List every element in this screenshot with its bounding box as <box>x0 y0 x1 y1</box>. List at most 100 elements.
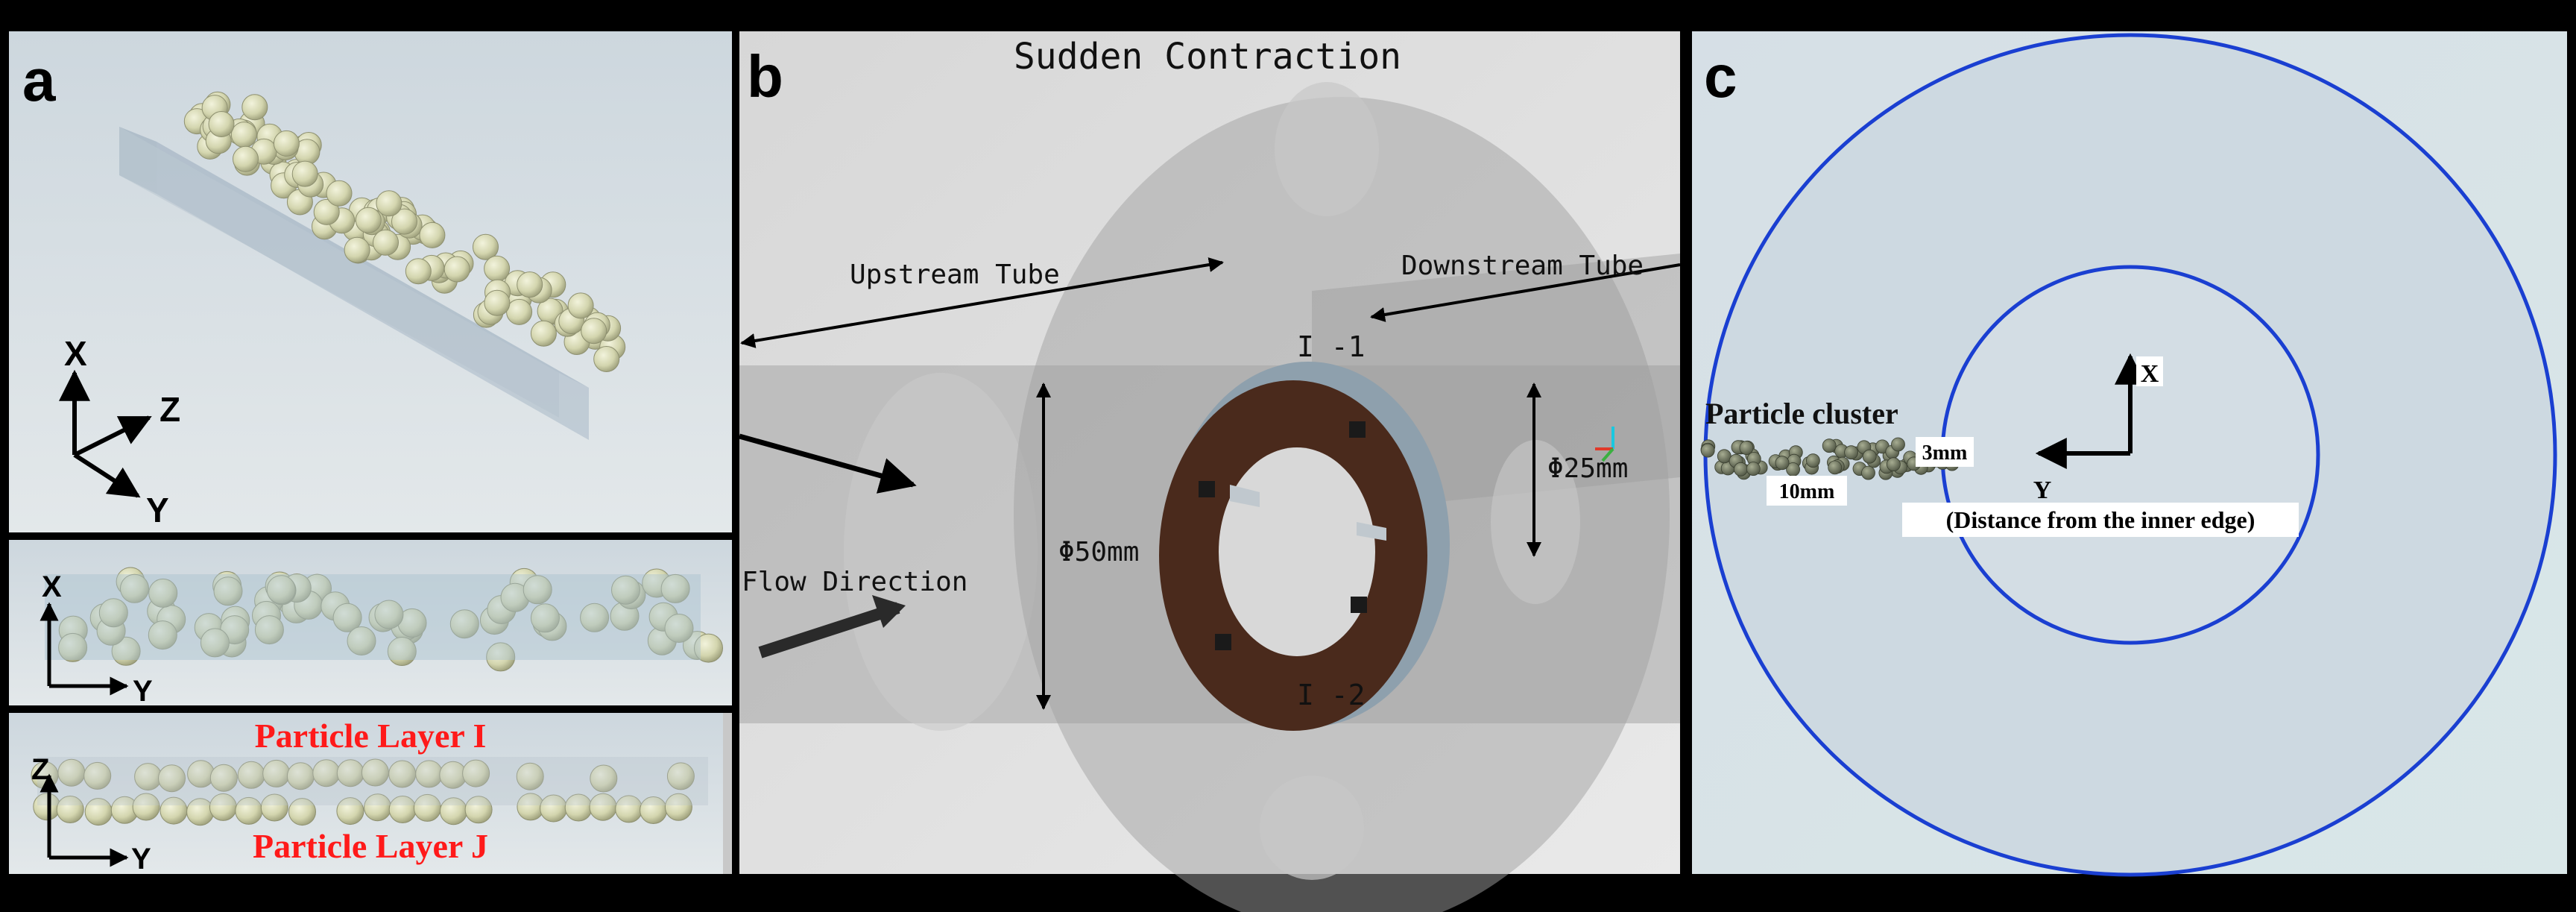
cluster-label: Particle cluster <box>1705 397 1898 430</box>
particle <box>56 796 84 823</box>
panel-c-letter: c <box>1704 43 1737 110</box>
flow-arrow-head <box>872 595 906 628</box>
dim-25-label: Φ25mm <box>1547 453 1628 484</box>
dim-10mm-box <box>1767 476 1847 506</box>
particle <box>464 796 493 824</box>
particle <box>376 190 402 217</box>
panel-a-bot-bg <box>9 713 732 874</box>
particle <box>516 762 544 790</box>
axis-c-x-box <box>2136 356 2163 386</box>
flange-cutout-top <box>1275 82 1379 216</box>
axes-bot <box>40 773 129 867</box>
cluster-particle <box>1717 449 1731 464</box>
particle <box>530 603 560 633</box>
particle <box>660 573 690 603</box>
particle <box>590 764 618 793</box>
note-box <box>1902 503 2299 537</box>
particle <box>581 318 607 345</box>
particle <box>233 145 259 172</box>
plane-mid <box>45 574 701 660</box>
particle <box>462 759 490 787</box>
particle <box>291 160 318 187</box>
particle <box>664 614 694 643</box>
axis-mid-y: Y <box>133 675 153 708</box>
particle <box>473 233 499 260</box>
particle <box>332 603 362 632</box>
panel-b: Sudden Contraction b Upstream Tube Downs… <box>739 31 1681 912</box>
upstream-label: Upstream Tube <box>850 260 1060 290</box>
axis-label-z: Z <box>160 390 180 429</box>
dim-3mm-box <box>1916 437 1974 467</box>
panel-c: c X Y Particle cluster 3mm 10mm (Distanc… <box>1692 31 2567 877</box>
flow-label: Flow Direction <box>742 567 967 597</box>
particle <box>506 298 533 325</box>
mini-axes-icon <box>1595 427 1614 462</box>
cluster-particle <box>1862 449 1877 464</box>
particle <box>120 573 149 603</box>
plane-bot <box>37 757 708 805</box>
axis-c-y: Y <box>2033 477 2052 504</box>
cluster-particle <box>1733 462 1748 477</box>
particle <box>517 271 543 298</box>
axes-mid <box>40 602 129 696</box>
particle <box>373 229 399 256</box>
bolt-3 <box>1215 634 1231 650</box>
dim-50-label: Φ50mm <box>1058 537 1139 567</box>
particle <box>419 221 446 248</box>
particle <box>208 111 235 137</box>
particle <box>391 208 417 235</box>
particle <box>83 761 112 790</box>
particles-mid <box>58 567 723 672</box>
cluster-particle <box>1861 465 1875 480</box>
particle <box>486 642 516 672</box>
particle <box>666 762 695 790</box>
axis-bot-y: Y <box>131 843 151 875</box>
particle <box>326 180 353 207</box>
cluster-particle <box>1828 460 1843 475</box>
particle <box>374 600 404 629</box>
tube-opening <box>844 373 1038 731</box>
axis-label-x: X <box>64 334 87 373</box>
cluster-particle <box>1886 457 1901 472</box>
plane-back <box>119 127 559 418</box>
particle <box>347 626 376 655</box>
cluster-particle <box>1891 437 1905 452</box>
particle <box>148 578 178 608</box>
particle <box>449 609 479 639</box>
particle <box>260 793 288 822</box>
particle <box>336 797 364 825</box>
flange-cutout-bottom <box>1260 776 1364 880</box>
particle <box>98 598 128 628</box>
particle <box>313 198 340 225</box>
particle <box>344 236 370 263</box>
particle <box>213 576 243 606</box>
particle <box>58 632 88 662</box>
particle <box>567 292 594 319</box>
particle <box>230 122 257 148</box>
panel-b-letter: b <box>747 43 783 110</box>
particle <box>132 793 160 821</box>
bolt-2 <box>1349 421 1366 438</box>
ring-hole <box>1219 447 1375 656</box>
downstream-label: Downstream Tube <box>1401 251 1644 281</box>
axes-top <box>59 369 152 498</box>
particles-bot <box>31 758 695 826</box>
dim-10mm: 10mm <box>1779 480 1835 503</box>
label-i2: I -2 <box>1297 679 1366 711</box>
particle <box>530 320 557 347</box>
particle <box>242 94 268 121</box>
cluster-particle <box>1822 438 1837 453</box>
flow-arrow <box>758 602 900 658</box>
particle <box>273 130 300 157</box>
axis-label-y: Y <box>146 491 169 529</box>
particle <box>580 603 610 632</box>
bolt-4 <box>1351 597 1367 613</box>
plane-end <box>119 127 157 194</box>
upstream-arrow <box>740 257 1224 348</box>
particle <box>694 633 723 663</box>
downstream-arrow <box>1370 263 1681 322</box>
label-i1: I -1 <box>1297 330 1366 363</box>
particle <box>158 764 186 793</box>
particle <box>209 764 238 792</box>
note: (Distance from the inner edge) <box>1946 506 2255 533</box>
